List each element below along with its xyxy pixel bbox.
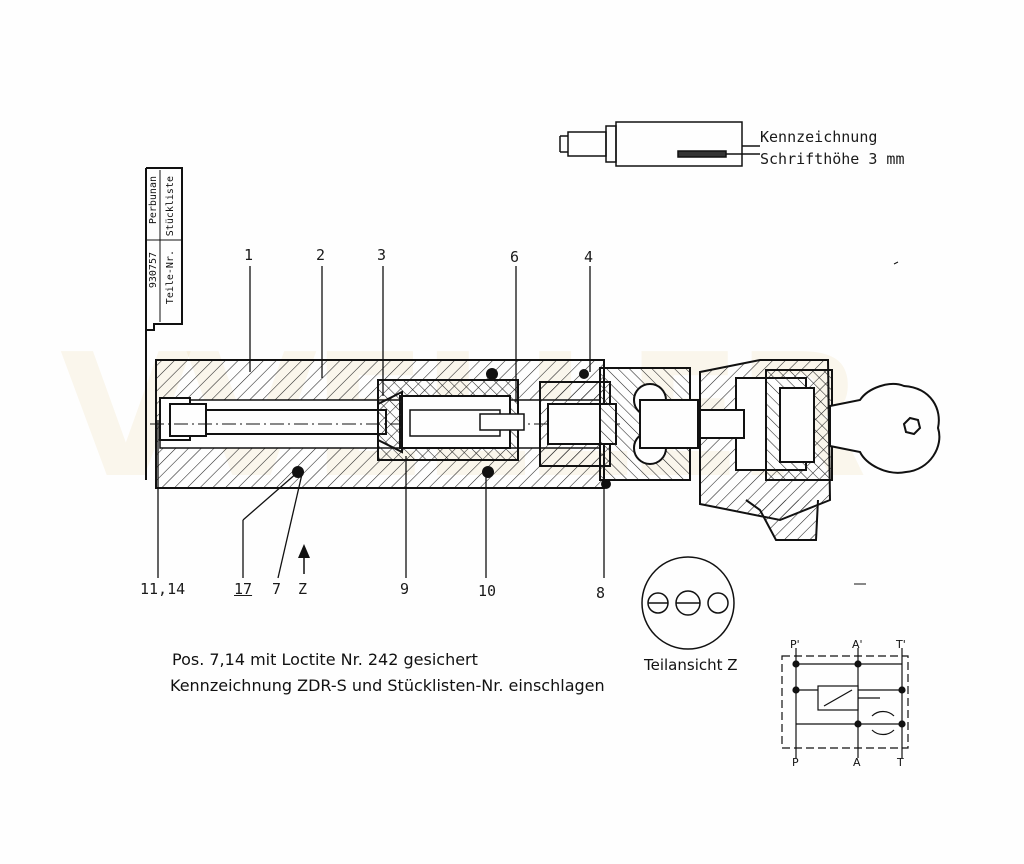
sheet-marks	[854, 261, 899, 585]
detail-view-label: Teilansicht Z	[644, 656, 738, 674]
position-17: 17	[234, 580, 253, 598]
title-block	[145, 167, 183, 480]
position-2: 2	[316, 246, 326, 264]
valve-body	[150, 359, 833, 541]
position-4: 4	[584, 248, 594, 266]
title-block-part-no: 930757	[148, 252, 159, 289]
adjustment-knob	[829, 382, 941, 474]
hydraulic-schematic	[781, 648, 909, 758]
port-a: A	[853, 756, 861, 769]
leader-lines	[157, 266, 605, 579]
title-block-part-no-label: Teile-Nr.	[165, 250, 176, 305]
position-3: 3	[377, 246, 387, 264]
port-t: T	[897, 756, 904, 769]
note-loctite: Pos. 7,14 mit Loctite Nr. 242 gesichert	[172, 650, 478, 669]
position-8: 8	[596, 584, 606, 602]
position-6: 6	[510, 248, 520, 266]
port-p-prime: P'	[790, 638, 800, 651]
position-10: 10	[478, 582, 497, 600]
port-a-prime: A'	[852, 638, 863, 651]
title-block-material: Perbunan	[148, 176, 159, 225]
marking-note-line2: Schrifthöhe 3 mm	[760, 150, 905, 168]
position-9: 9	[400, 580, 410, 598]
note-marking: Kennzeichnung ZDR-S und Stücklisten-Nr. …	[170, 676, 605, 695]
marking-note-line1: Kennzeichnung	[760, 128, 878, 146]
view-arrow	[298, 544, 310, 574]
detail-view-z	[641, 556, 735, 650]
title-block-parts-list: Stückliste	[165, 176, 176, 237]
port-t-prime: T'	[896, 638, 906, 651]
position-1: 1	[244, 246, 254, 264]
port-p: P	[792, 756, 799, 769]
position-7: 7	[272, 580, 282, 598]
marking-pin-detail	[559, 121, 760, 167]
position-11-14: 11,14	[140, 580, 186, 598]
view-z-label: Z	[298, 580, 308, 598]
